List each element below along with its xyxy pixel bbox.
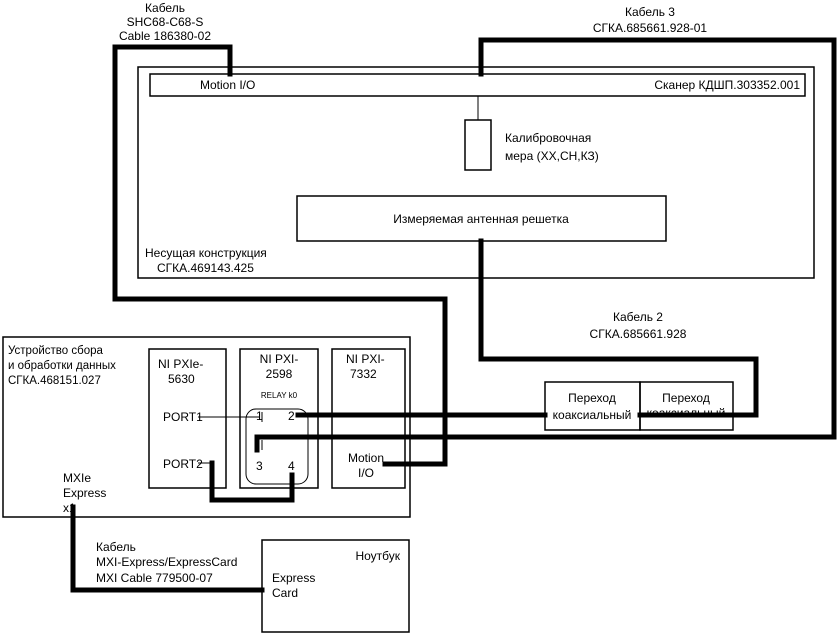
mxie-label-0: MXIe xyxy=(63,471,91,485)
support-structure-box xyxy=(137,66,815,279)
adapter-box-1 xyxy=(544,381,641,431)
antenna-label: Измеряемая антенная решетка xyxy=(393,212,569,226)
cable-2 xyxy=(478,238,759,418)
relay-pin-2: 2 xyxy=(288,409,295,423)
pxie5630-port2: PORT2 xyxy=(163,457,203,471)
laptop-port-1: Card xyxy=(272,586,298,600)
port2-to-relay4-cable xyxy=(209,460,295,503)
cable-mxi-label-1: MXI-Express/ExpressCard xyxy=(96,555,237,569)
scanner-motion-io: Motion I/O xyxy=(200,78,255,92)
cable3-label-1: СГКА.685661.928-01 xyxy=(593,21,708,35)
mxie-label-1: Express xyxy=(63,486,106,500)
daq-box xyxy=(2,336,411,518)
cable3-label-0: Кабель 3 xyxy=(625,5,675,19)
relay-pin-1: 1 xyxy=(256,409,263,423)
adapter2-label-1: коаксиальный xyxy=(647,406,726,420)
laptop-port-0: Express xyxy=(272,571,315,585)
cable-mxi-label-0: Кабель xyxy=(96,540,136,554)
cable-mxi-label-2: MXI Cable 779500-07 xyxy=(96,571,213,585)
cable1-label-1: SHC68-C68-S xyxy=(127,15,204,29)
adapter-box-2 xyxy=(639,381,734,431)
mxie-label-2: x1 xyxy=(63,501,76,515)
cable-mxi xyxy=(70,504,265,593)
cable-shc68 xyxy=(112,44,448,467)
laptop-box xyxy=(261,539,410,633)
relay-outline xyxy=(245,408,309,485)
pxi7332-motion-0: Motion xyxy=(348,451,384,465)
pxi2598-name-0: NI PXI- xyxy=(260,352,299,366)
cable-3 xyxy=(254,37,837,453)
calibration-box xyxy=(464,119,492,171)
cable1-label-0: Кабель xyxy=(145,1,185,15)
calibration-label-0: Калибровочная xyxy=(505,131,591,145)
pxi7332-name-0: NI PXI- xyxy=(346,352,385,366)
pxi2598-name-1: 2598 xyxy=(266,367,293,381)
pxi7332-motion-1: I/O xyxy=(358,466,374,480)
daq-title-0: Устройство сбора xyxy=(8,345,103,357)
pxie5630-port1: PORT1 xyxy=(163,410,203,424)
pxi7332-name-1: 7332 xyxy=(350,367,377,381)
pxi2598-box xyxy=(239,348,319,489)
pxie5630-name-1: 5630 xyxy=(168,372,195,386)
support-label-1: СГКА.469143.425 xyxy=(157,261,254,275)
relay-pin-3: 3 xyxy=(256,459,263,473)
adapter1-label-0: Переход xyxy=(568,391,616,405)
relay-pin-4: 4 xyxy=(288,459,295,473)
daq-title-2: СГКА.468151.027 xyxy=(8,375,101,387)
laptop-title: Ноутбук xyxy=(355,549,400,563)
cable2-label-1: СГКА.685661.928 xyxy=(590,327,687,341)
daq-title-1: и обработки данных xyxy=(8,360,116,372)
support-label-0: Несущая конструкция xyxy=(145,246,267,260)
pxie5630-name-0: NI PXIe- xyxy=(158,357,203,371)
adapter1-label-1: коаксиальный xyxy=(553,408,632,422)
cable2-label-0: Кабель 2 xyxy=(613,310,663,324)
cable1-label-2: Cable 186380-02 xyxy=(119,29,211,43)
pxi7332-box xyxy=(331,348,406,489)
calibration-label-1: мера (ХХ,СН,КЗ) xyxy=(505,149,599,163)
pxi2598-relay: RELAY k0 xyxy=(261,391,298,400)
adapter2-label-0: Переход xyxy=(662,391,710,405)
pxie5630-box xyxy=(148,348,227,489)
scanner-name: Сканер КДШП.303352.001 xyxy=(654,78,800,92)
